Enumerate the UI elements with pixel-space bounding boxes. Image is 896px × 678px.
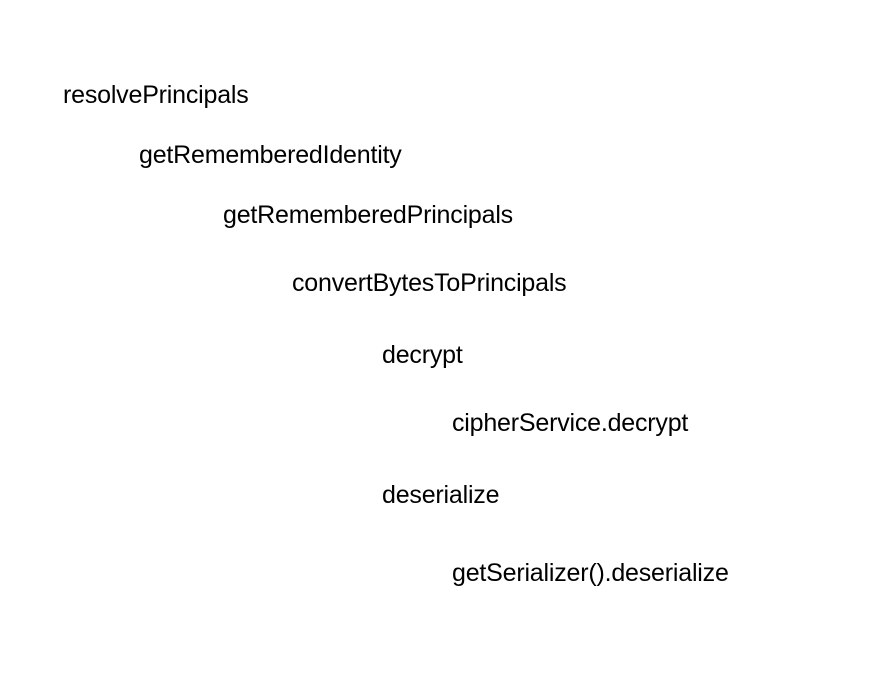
node-get-remembered-identity: getRememberedIdentity <box>139 141 402 169</box>
node-decrypt: decrypt <box>382 341 463 369</box>
node-get-serializer-deserialize: getSerializer().deserialize <box>452 559 729 587</box>
node-deserialize: deserialize <box>382 481 500 509</box>
node-resolve-principals: resolvePrincipals <box>63 81 249 109</box>
node-cipher-service-decrypt: cipherService.decrypt <box>452 409 689 437</box>
node-convert-bytes-to-principals: convertBytesToPrincipals <box>292 269 567 297</box>
node-get-remembered-principals: getRememberedPrincipals <box>223 201 513 229</box>
